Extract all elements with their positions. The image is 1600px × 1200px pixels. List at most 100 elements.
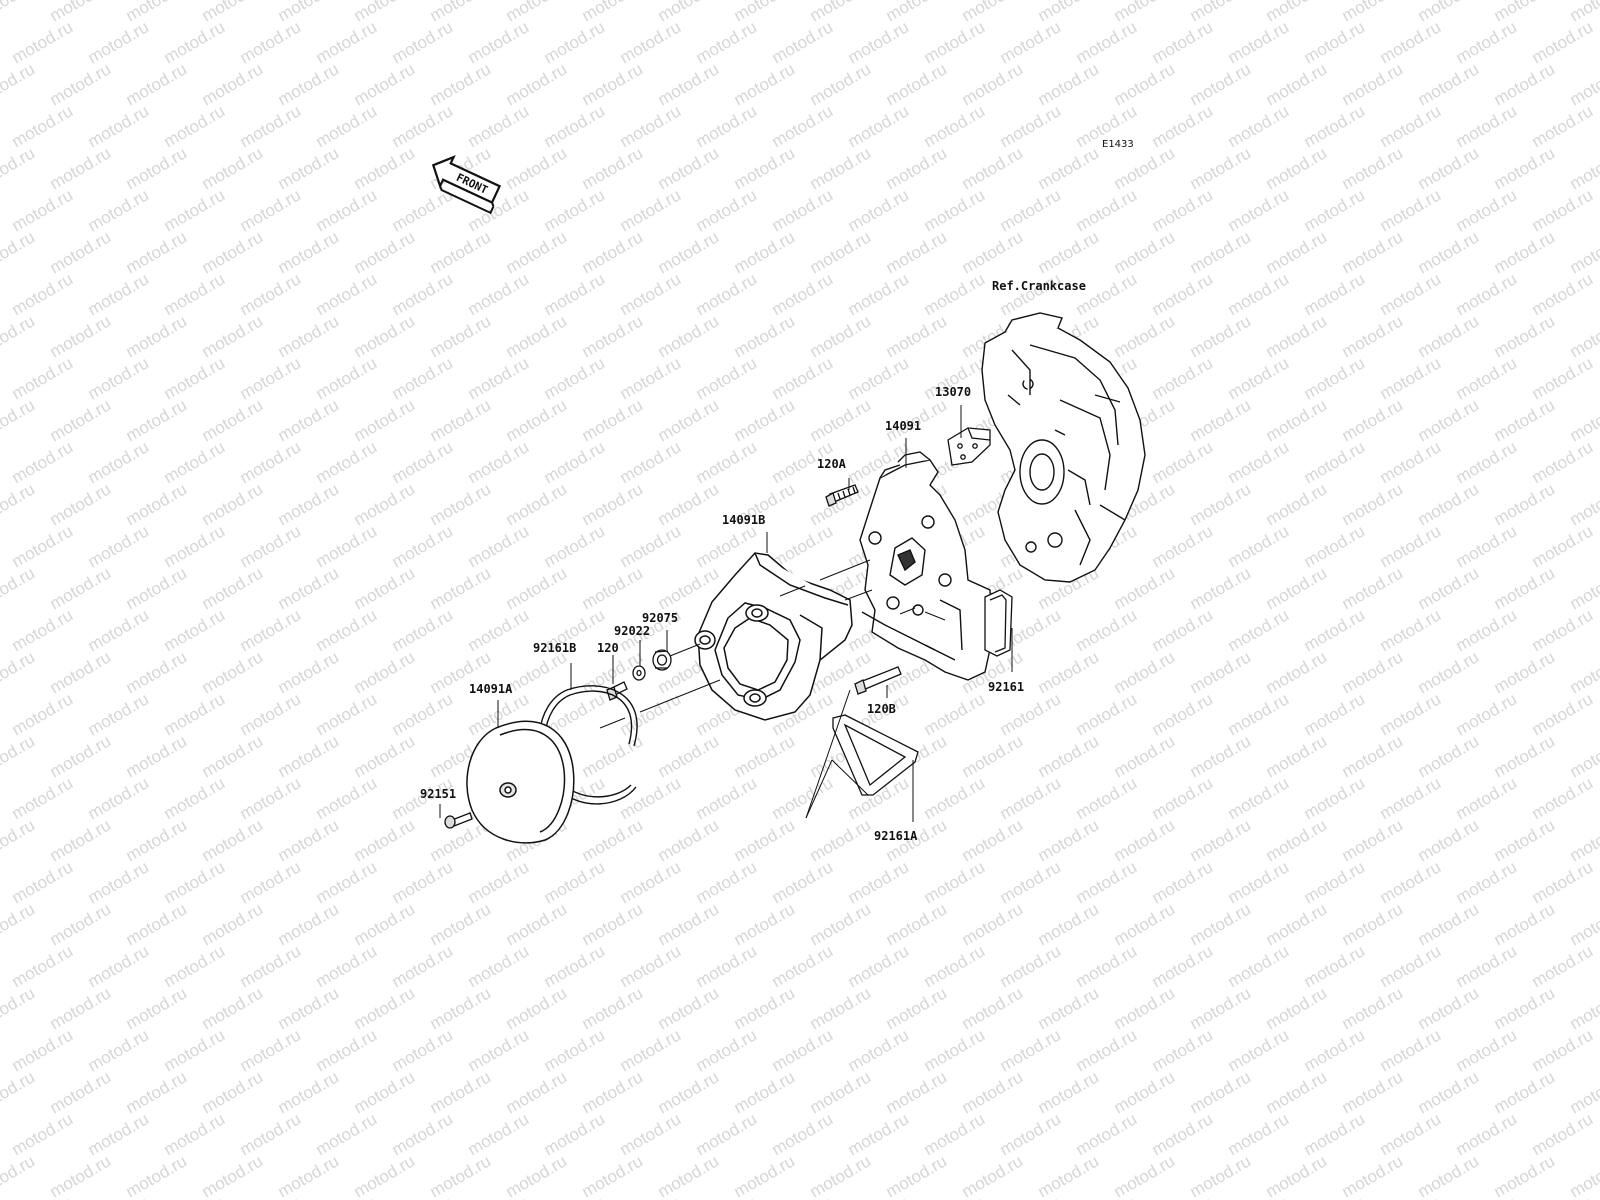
watermark-text: motod.ru (579, 143, 647, 193)
watermark-text: motod.ru (275, 395, 343, 445)
watermark-text: motod.ru (351, 227, 419, 277)
watermark-text: motod.ru (959, 1151, 1027, 1200)
watermark-text: motod.ru (1415, 395, 1483, 445)
watermark-text: motod.ru (161, 353, 229, 403)
watermark-text: motod.ru (1263, 1151, 1331, 1200)
watermark-text: motod.ru (1529, 605, 1597, 655)
watermark-text: motod.ru (199, 1151, 267, 1200)
watermark-text: motod.ru (617, 17, 685, 67)
watermark-text: motod.ru (807, 143, 875, 193)
watermark-text: motod.ru (731, 59, 799, 109)
part-92161-pad (984, 589, 1013, 657)
watermark-text: motod.ru (1415, 983, 1483, 1033)
watermark-text: motod.ru (1567, 731, 1600, 781)
watermark-text: motod.ru (351, 563, 419, 613)
watermark-text: motod.ru (47, 311, 115, 361)
watermark-text: motod.ru (1529, 269, 1597, 319)
watermark-text: motod.ru (237, 1109, 305, 1159)
watermark-text: motod.ru (921, 101, 989, 151)
watermark-text: motod.ru (769, 941, 837, 991)
watermark-text: motod.ru (997, 185, 1065, 235)
watermark-text: motod.ru (85, 857, 153, 907)
watermark-text: motod.ru (1187, 983, 1255, 1033)
watermark-text: motod.ru (617, 941, 685, 991)
watermark-text: motod.ru (465, 941, 533, 991)
watermark-text: motod.ru (693, 353, 761, 403)
watermark-text: motod.ru (579, 899, 647, 949)
part-14091b-cover (694, 552, 853, 721)
watermark-text: motod.ru (123, 1067, 191, 1117)
watermark-text: motod.ru (47, 1067, 115, 1117)
watermark-text: motod.ru (1453, 1025, 1521, 1075)
watermark-text: motod.ru (1187, 815, 1255, 865)
watermark-text: motod.ru (845, 941, 913, 991)
watermark-text: motod.ru (655, 0, 723, 25)
watermark-text: motod.ru (351, 815, 419, 865)
watermark-text: motod.ru (1073, 269, 1141, 319)
assembly-lines (439, 405, 1013, 822)
watermark-text: motod.ru (655, 1151, 723, 1200)
watermark-text: motod.ru (237, 1193, 305, 1200)
watermark-text: motod.ru (1073, 1025, 1141, 1075)
watermark-text: motod.ru (731, 899, 799, 949)
watermark-text: motod.ru (883, 899, 951, 949)
part-120b-bolt (854, 666, 902, 695)
watermark-text: motod.ru (1187, 731, 1255, 781)
watermark-text: motod.ru (1225, 1025, 1293, 1075)
watermark-text: motod.ru (1529, 185, 1597, 235)
watermark-text: motod.ru (1187, 0, 1255, 25)
watermark-text: motod.ru (0, 479, 38, 529)
watermark-text: motod.ru (1225, 437, 1293, 487)
watermark-text: motod.ru (313, 437, 381, 487)
watermark-text: motod.ru (85, 1109, 153, 1159)
watermark-text: motod.ru (503, 479, 571, 529)
watermark-text: motod.ru (9, 185, 77, 235)
watermark-text: motod.ru (1149, 773, 1217, 823)
watermark-text: motod.ru (47, 899, 115, 949)
watermark-text: motod.ru (1073, 605, 1141, 655)
watermark-text: motod.ru (465, 437, 533, 487)
watermark-text: motod.ru (921, 185, 989, 235)
watermark-text: motod.ru (655, 731, 723, 781)
watermark-text: motod.ru (85, 1193, 153, 1200)
watermark-text: motod.ru (313, 101, 381, 151)
watermark-text: motod.ru (1453, 521, 1521, 571)
watermark-text: motod.ru (313, 1025, 381, 1075)
watermark-text: motod.ru (1415, 1067, 1483, 1117)
part-120a-bolt (825, 484, 859, 507)
watermark-text: motod.ru (769, 101, 837, 151)
watermark-text: motod.ru (465, 17, 533, 67)
watermark-text: motod.ru (351, 395, 419, 445)
watermark-text: motod.ru (9, 941, 77, 991)
watermark-text: motod.ru (541, 1025, 609, 1075)
watermark-text: motod.ru (1301, 773, 1369, 823)
watermark-text: motod.ru (541, 941, 609, 991)
watermark-text: motod.ru (275, 1151, 343, 1200)
watermark-text: motod.ru (465, 521, 533, 571)
watermark-text: motod.ru (1187, 311, 1255, 361)
watermark-text: motod.ru (1301, 185, 1369, 235)
watermark-text: motod.ru (617, 437, 685, 487)
watermark-text: motod.ru (1035, 143, 1103, 193)
watermark-text: motod.ru (237, 185, 305, 235)
watermark-text: motod.ru (807, 983, 875, 1033)
watermark-text: motod.ru (1301, 941, 1369, 991)
watermark-text: motod.ru (275, 311, 343, 361)
watermark-text: motod.ru (1263, 395, 1331, 445)
watermark-text: motod.ru (351, 983, 419, 1033)
watermark-text: motod.ru (997, 269, 1065, 319)
watermark-text: motod.ru (9, 605, 77, 655)
watermark-text: motod.ru (1491, 479, 1559, 529)
watermark-text: motod.ru (1187, 143, 1255, 193)
watermark-text: motod.ru (351, 311, 419, 361)
watermark-text: motod.ru (845, 1109, 913, 1159)
watermark-text: motod.ru (959, 899, 1027, 949)
watermark-text: motod.ru (541, 101, 609, 151)
watermark-text: motod.ru (1073, 689, 1141, 739)
watermark-text: motod.ru (1567, 395, 1600, 445)
watermark-text: motod.ru (0, 983, 38, 1033)
watermark-text: motod.ru (1453, 353, 1521, 403)
watermark-text: motod.ru (199, 311, 267, 361)
watermark-text: motod.ru (1149, 353, 1217, 403)
watermark-text: motod.ru (237, 941, 305, 991)
